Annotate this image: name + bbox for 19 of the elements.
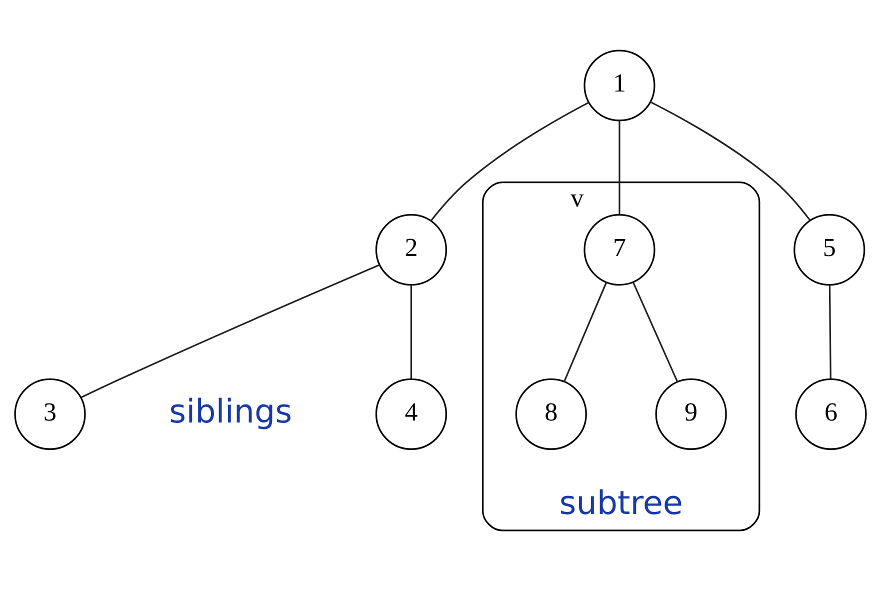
node-circle: 9 [655, 378, 727, 450]
node-circle: 5 [794, 214, 866, 286]
label: siblings [169, 392, 292, 430]
connector [564, 282, 608, 382]
node-circle: 2 [375, 214, 447, 286]
connector [410, 284, 412, 379]
node-circle: 8 [515, 378, 587, 450]
node-circle: 1 [584, 50, 656, 122]
node-label: v [570, 183, 584, 212]
connector [828, 284, 832, 379]
connector [632, 282, 678, 382]
node-circle: 6 [795, 378, 867, 450]
node-circle: 7 [584, 214, 656, 286]
connector [650, 101, 810, 221]
node-circle: 3 [14, 378, 86, 450]
connector [430, 102, 590, 222]
connector [80, 264, 380, 398]
connector [618, 120, 620, 214]
node-circle: 4 [375, 378, 447, 450]
